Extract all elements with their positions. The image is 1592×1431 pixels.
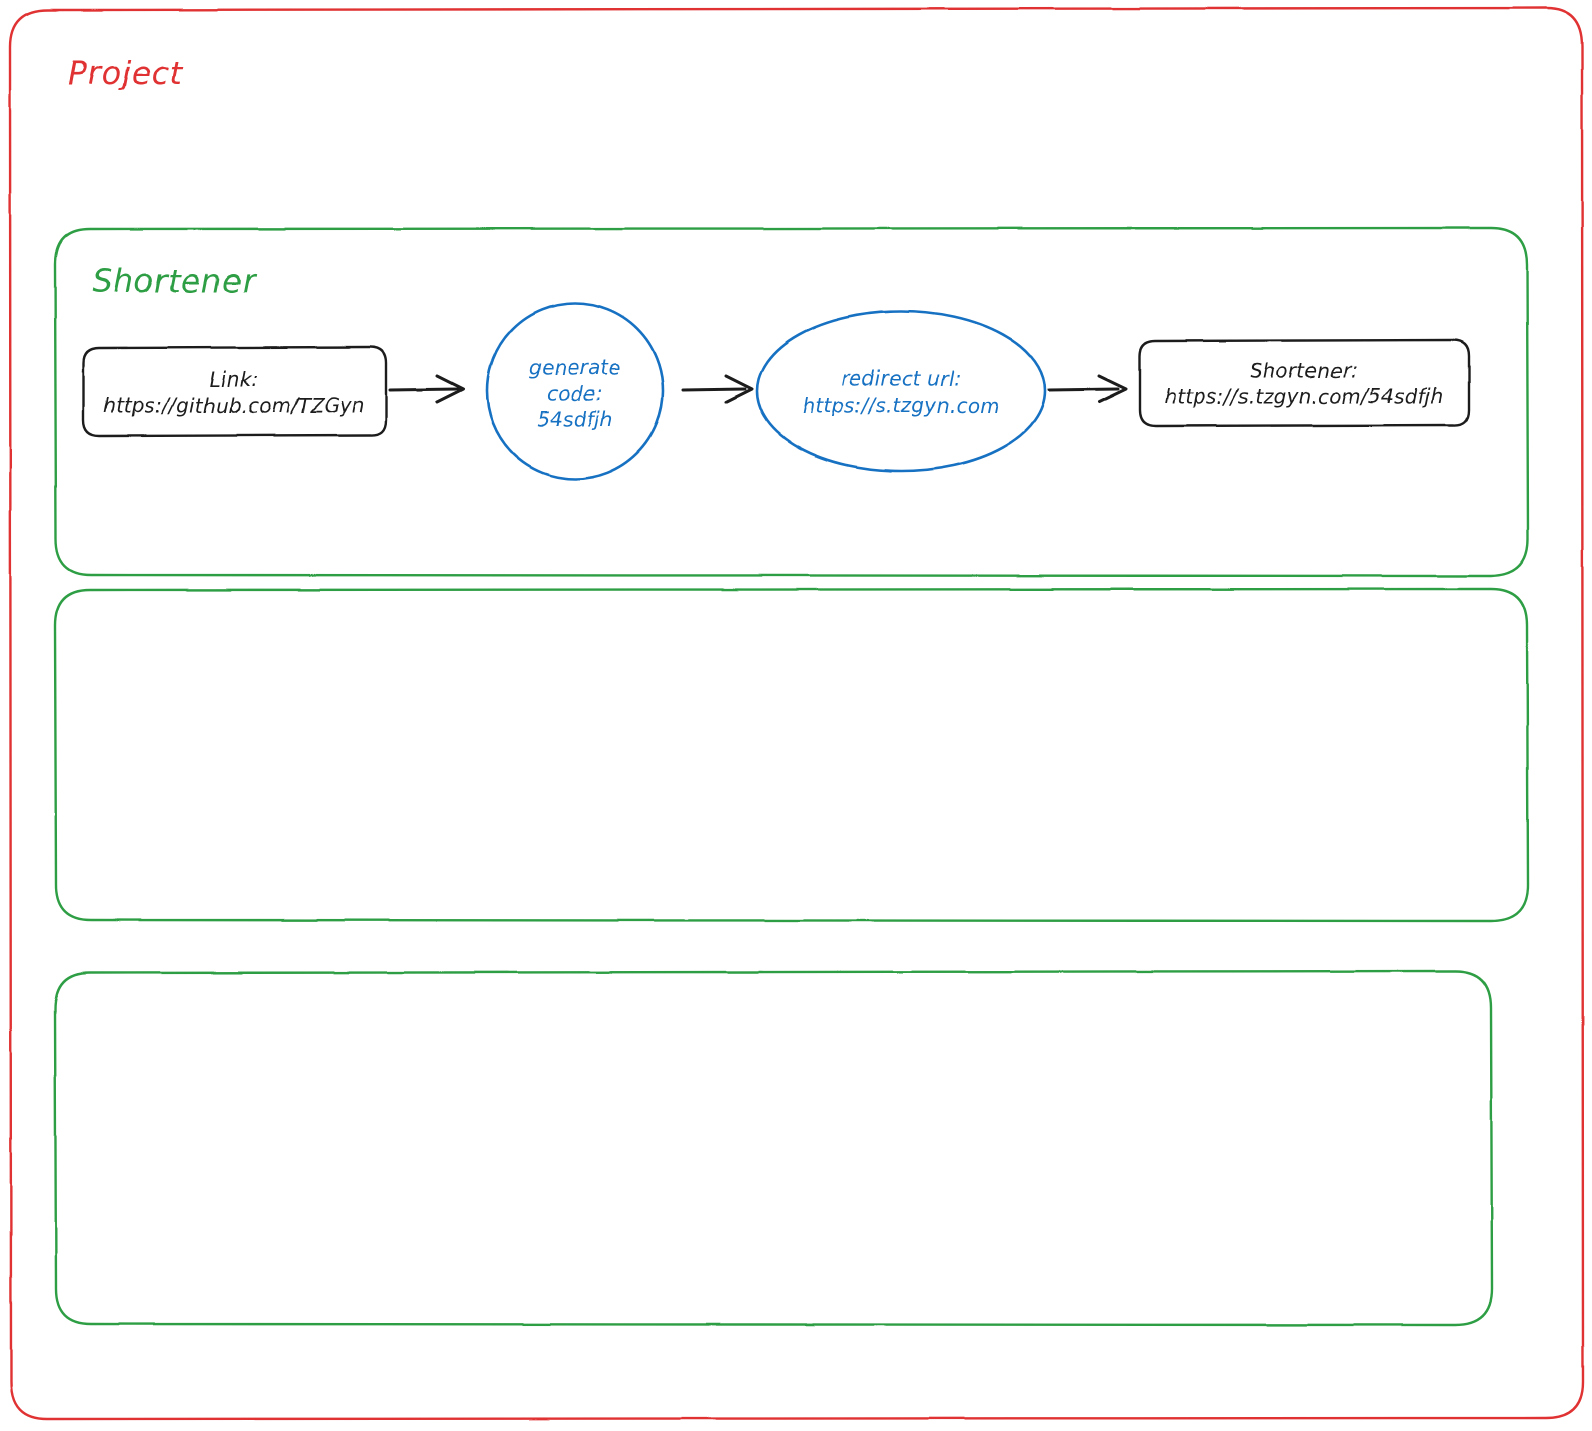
node-generate-code-line-3: 54sdfjh [537, 408, 612, 432]
edge-1-arrowhead [435, 374, 465, 404]
node-redirect-url-shape [755, 309, 1047, 473]
node-link-line-2: https://github.com/TZGyn [103, 394, 365, 418]
cluster-2-border [53, 587, 1530, 923]
root-cluster-project[interactable]: Project [8, 6, 1585, 1421]
node-shortener-result[interactable]: Shortener: https://s.tzgyn.com/54sdfjh [1138, 338, 1471, 428]
cluster-3-border [53, 969, 1494, 1327]
root-cluster-border [8, 6, 1585, 1421]
node-link[interactable]: Link: https://github.com/TZGyn [81, 345, 388, 438]
cluster-shortener-border [53, 226, 1530, 578]
cluster-3[interactable] [53, 969, 1494, 1327]
node-generate-code-line-2: code: [547, 382, 603, 406]
edge-3-arrowhead [1097, 374, 1128, 404]
node-shortener-result-shape [1138, 338, 1471, 428]
cluster-shortener[interactable]: Shortener Link: https://github.com/TZGyn [53, 226, 1530, 578]
node-redirect-url-line-1: redirect url: [841, 367, 961, 391]
edge-2-arrowhead [724, 374, 754, 404]
edge-link-to-generate [388, 374, 465, 404]
root-cluster-title: Project [68, 54, 184, 92]
node-generate-code-shape [485, 301, 665, 481]
cluster-shortener-title: Shortener [92, 262, 257, 300]
node-redirect-url-line-2: https://s.tzgyn.com [803, 394, 1000, 418]
edge-3-line [1047, 387, 1120, 392]
node-link-line-1: Link: [210, 368, 259, 392]
edge-generate-to-redirect [681, 374, 754, 404]
edge-1-line [388, 387, 460, 392]
edge-redirect-to-shortener [1047, 374, 1128, 404]
cluster-2[interactable] [53, 587, 1530, 923]
node-generate-code-line-1: generate [529, 356, 621, 380]
edge-2-line [681, 387, 747, 392]
node-shortener-result-line-2: https://s.tzgyn.com/54sdfjh [1164, 385, 1443, 409]
node-generate-code[interactable]: generate code: 54sdfjh [485, 301, 665, 481]
node-shortener-result-line-1: Shortener: [1250, 359, 1358, 383]
node-redirect-url[interactable]: redirect url: https://s.tzgyn.com [755, 309, 1047, 473]
node-link-shape [81, 345, 388, 438]
